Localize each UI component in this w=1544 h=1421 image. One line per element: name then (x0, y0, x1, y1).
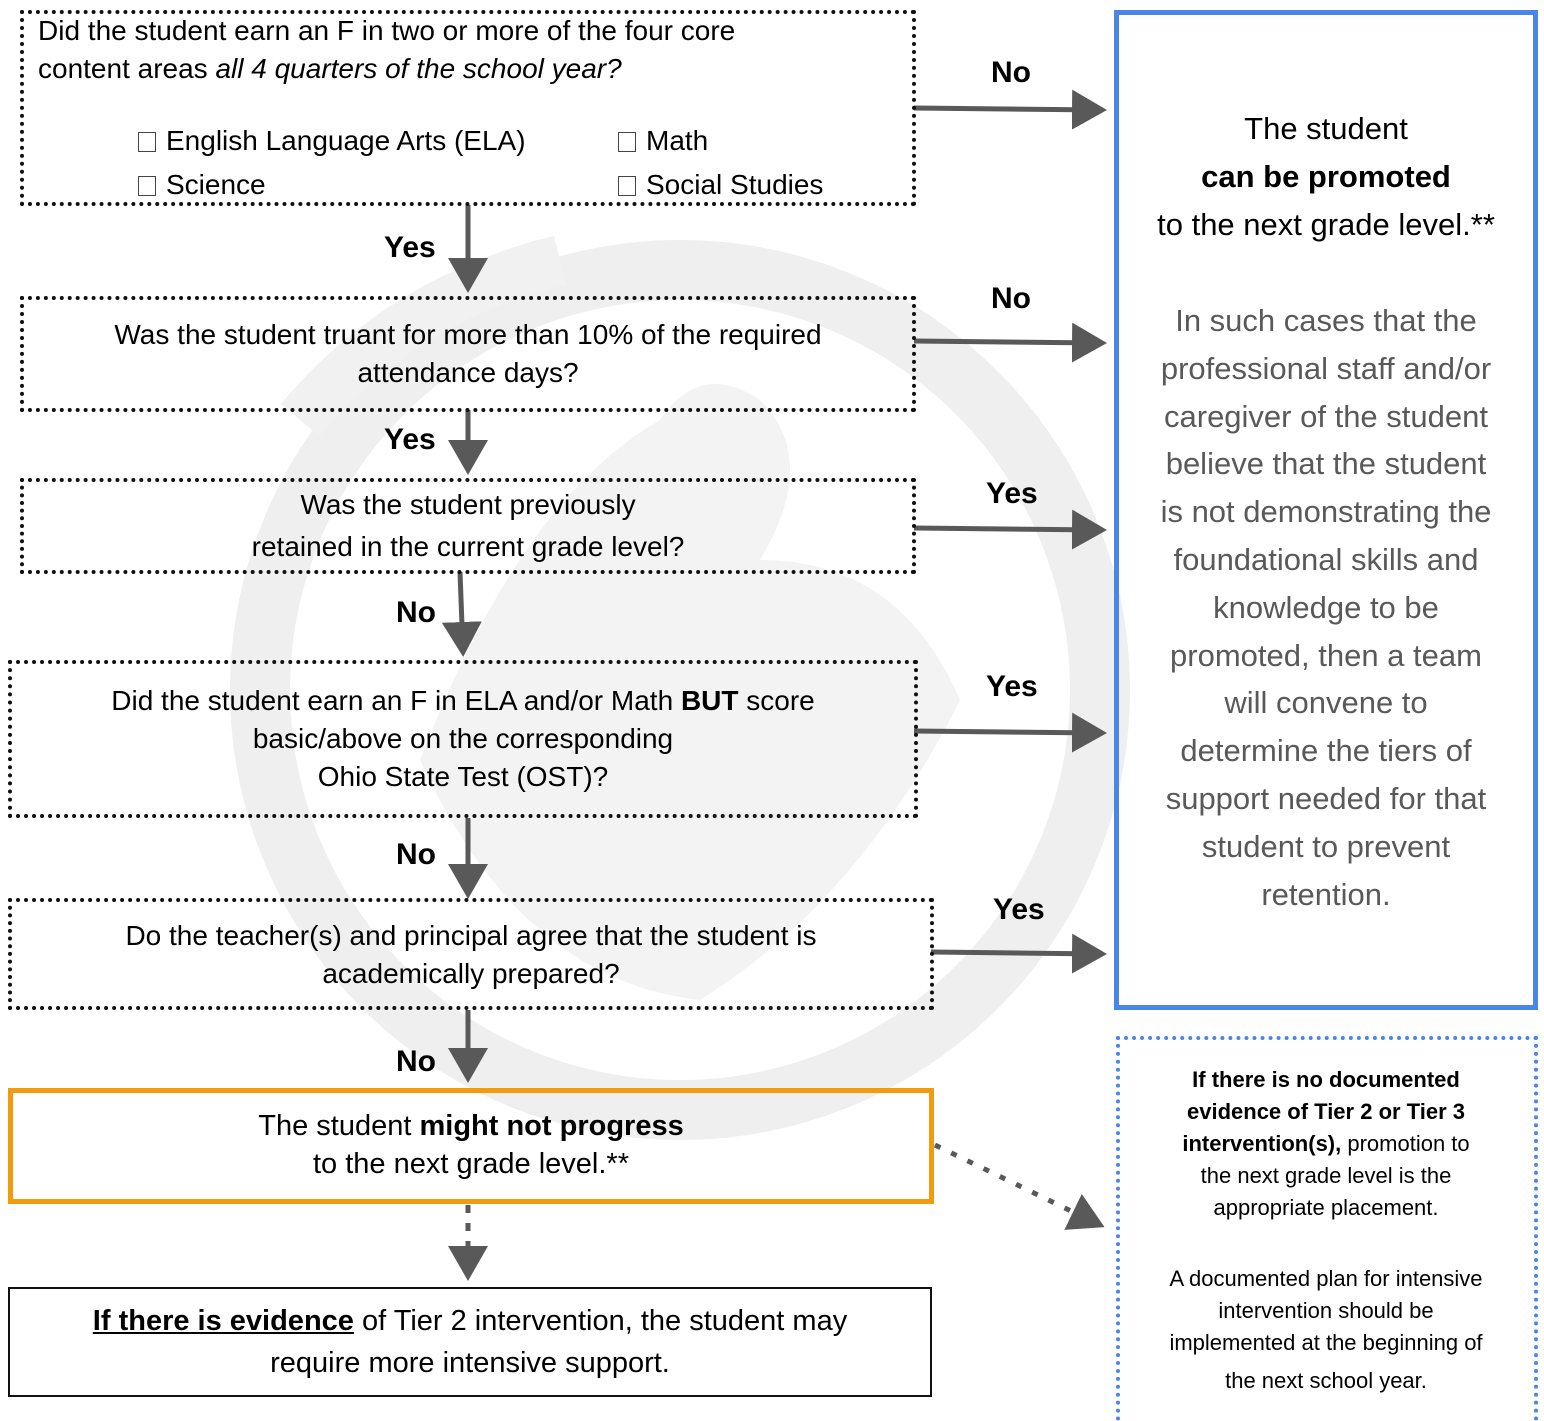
promoted-note-line: foundational skills and (1173, 541, 1479, 577)
no-evidence-line3: intervention(s), promotion to (1182, 1131, 1470, 1156)
checkbox-icon (618, 132, 636, 152)
question-1-text: Did the student earn an F in two or more… (38, 12, 908, 88)
not-progress-box (8, 1088, 934, 1204)
checkbox-social-studies: Social Studies (618, 166, 823, 204)
not-progress-text: The student might not progress to the ne… (8, 1107, 934, 1183)
question-3-box (20, 478, 916, 574)
question-4-line1: Did the student earn an F in ELA and/or … (111, 685, 815, 716)
promoted-note-line: promoted, then a team (1170, 637, 1482, 673)
label-q3-no: No (396, 596, 436, 629)
question-4-line3: Ohio State Test (OST)? (317, 761, 609, 792)
question-5-text: Do the teacher(s) and principal agree th… (8, 917, 934, 993)
no-evidence-line2: evidence of Tier 2 or Tier 3 (1187, 1099, 1465, 1124)
question-3-text: Was the student previously retained in t… (20, 486, 916, 566)
promoted-note-line: knowledge to be (1213, 589, 1439, 625)
arrow-q1-right (913, 89, 1107, 130)
question-4-box (8, 660, 918, 818)
question-2-line1: Was the student truant for more than 10%… (114, 319, 822, 350)
arrow-q3-right (913, 509, 1107, 550)
promoted-note-line: is not demonstrating the (1160, 494, 1492, 530)
promoted-line2: can be promoted (1201, 159, 1451, 194)
no-evidence-line5: appropriate placement. (1213, 1195, 1439, 1220)
checkbox-science: Science (138, 166, 266, 204)
arrow-q2-right (913, 322, 1107, 363)
label-q5-no: No (396, 1045, 436, 1078)
not-progress-line2: to the next grade level.** (313, 1148, 629, 1180)
checkbox-math: Math (618, 122, 708, 160)
promoted-note-line: determine the tiers of (1180, 733, 1472, 769)
promoted-note-line: support needed for that (1165, 780, 1487, 816)
plan-text: A documented plan for intensive interven… (1120, 1263, 1532, 1397)
promoted-line3: to the next grade level.** (1157, 207, 1495, 242)
no-evidence-line4: the next grade level is the (1200, 1163, 1452, 1188)
plan-line: implemented at the beginning of (1169, 1330, 1483, 1355)
label-q1-yes: Yes (384, 231, 436, 264)
label-q2-yes: Yes (384, 423, 436, 456)
plan-line: the next school year. (1225, 1368, 1427, 1393)
promoted-note-line: In such cases that the (1175, 303, 1477, 338)
question-4-text: Did the student earn an F in ELA and/or … (8, 682, 918, 796)
promoted-note-line: caregiver of the student (1164, 398, 1488, 434)
promoted-text: The student can be promoted to the next … (1118, 105, 1534, 249)
label-q3-yes: Yes (986, 477, 1038, 510)
promoted-line1: The student (1244, 111, 1408, 146)
evidence-line1: If there is evidence of Tier 2 intervent… (92, 1305, 848, 1337)
arrow-q5-right (930, 933, 1107, 974)
evidence-line2: require more intensive support. (270, 1347, 670, 1379)
checkbox-icon (138, 176, 156, 196)
promoted-note-line: professional staff and/or (1160, 350, 1492, 386)
label-q4-yes: Yes (986, 670, 1038, 703)
question-2-text: Was the student truant for more than 10%… (20, 316, 916, 392)
promoted-note-line: student to prevent (1201, 828, 1451, 864)
question-1-box (20, 10, 916, 206)
plan-line: A documented plan for intensive (1169, 1266, 1483, 1291)
checkbox-icon (618, 176, 636, 196)
no-evidence-box (1116, 1036, 1538, 1421)
label-q2-no: No (991, 282, 1031, 315)
question-3-line1: Was the student previously (300, 489, 636, 520)
question-4-line2: basic/above on the corresponding (252, 723, 674, 754)
question-2-box (20, 296, 916, 412)
evidence-box (8, 1287, 932, 1397)
question-5-line2: academically prepared? (322, 958, 620, 989)
arrow-progress-right-dotted (933, 1142, 1105, 1230)
question-5-box (8, 898, 934, 1010)
arrow-q4-right (913, 712, 1107, 753)
promoted-note-line: retention. (1261, 876, 1391, 912)
question-1-line2: content areas all 4 quarters of the scho… (38, 53, 622, 84)
arrow-q3-down (441, 571, 482, 657)
promoted-note: In such cases that the professional staf… (1118, 297, 1534, 918)
not-progress-line1: The student might not progress (258, 1110, 684, 1142)
question-2-line2: attendance days? (357, 357, 579, 388)
question-3-line2: retained in the current grade level? (251, 531, 685, 562)
checkbox-ela: English Language Arts (ELA) (138, 122, 526, 160)
promoted-note-line: believe that the student (1165, 446, 1487, 482)
checkbox-icon (138, 132, 156, 152)
plan-line: intervention should be (1218, 1298, 1434, 1323)
no-evidence-line1: If there is no documented (1192, 1067, 1460, 1092)
question-1-line1: Did the student earn an F in two or more… (38, 15, 736, 46)
label-q4-no: No (396, 838, 436, 871)
label-q1-no: No (991, 56, 1031, 89)
no-evidence-text: If there is no documented evidence of Ti… (1120, 1064, 1532, 1224)
evidence-text: If there is evidence of Tier 2 intervent… (8, 1300, 932, 1384)
promoted-box (1114, 10, 1538, 1010)
promoted-note-line: will convene to (1224, 685, 1428, 721)
label-q5-yes: Yes (993, 893, 1045, 926)
question-5-line1: Do the teacher(s) and principal agree th… (125, 920, 817, 951)
